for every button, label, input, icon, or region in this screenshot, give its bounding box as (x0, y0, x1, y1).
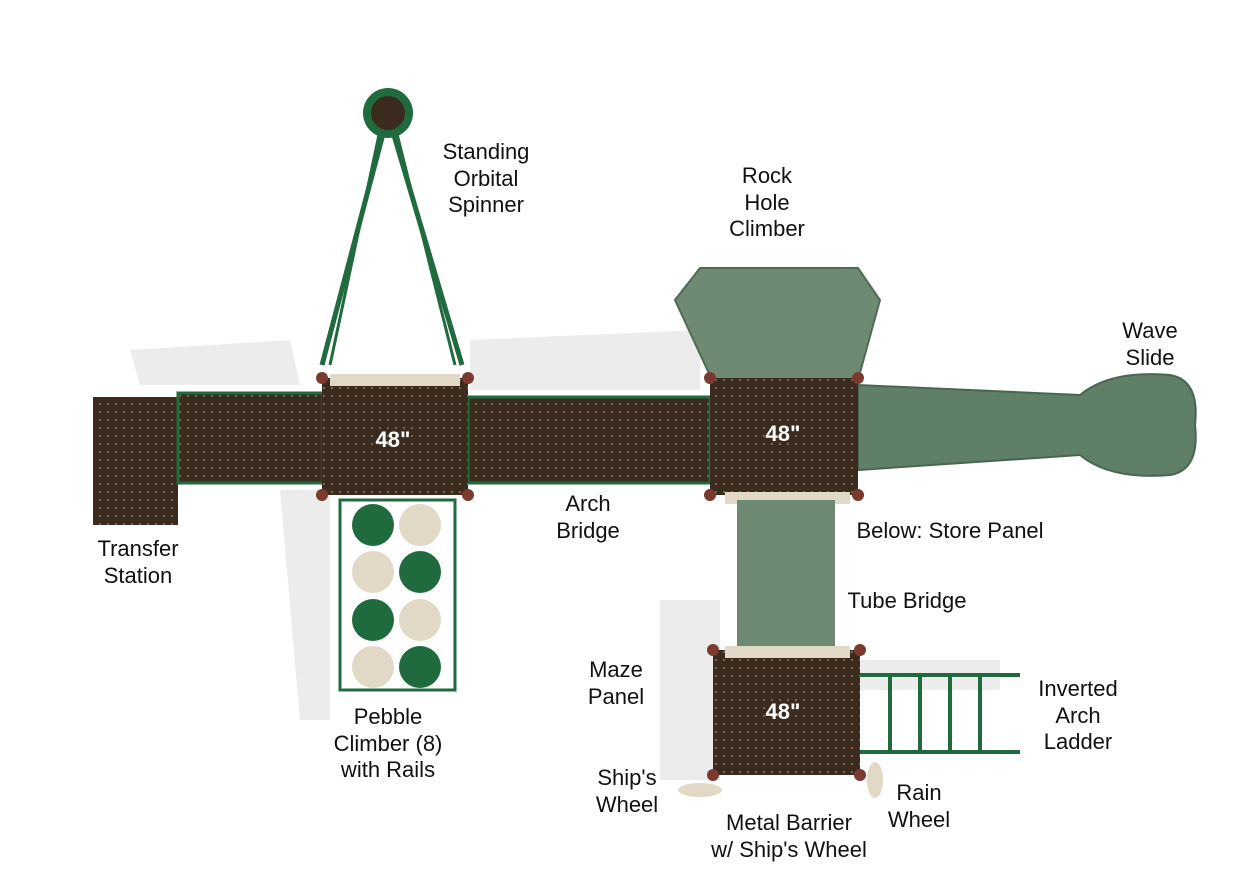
label-line: Rock (741, 163, 793, 188)
label-line: Tube Bridge (847, 588, 967, 613)
label-line: Wheel (887, 806, 951, 832)
pebble-climber (338, 498, 457, 692)
label-tube-bridge: Tube Bridge (847, 588, 966, 615)
label-line: with Rails (340, 757, 436, 782)
deck-height-1: 48" (375, 427, 411, 452)
label-line: Climber (729, 216, 805, 241)
label-line: Inverted (1038, 676, 1118, 701)
tube-bridge (737, 500, 835, 650)
label-line: Wheel (595, 791, 659, 817)
label-line: Orbital (453, 165, 519, 191)
label-store-panel: Below: Store Panel (856, 518, 1043, 545)
label-line: Panel (587, 683, 645, 709)
label-line: Slide (1125, 344, 1175, 370)
label-line: Bridge (556, 517, 620, 543)
label-line: Climber (8) (333, 730, 443, 756)
label-line: w/ Ship's Wheel (711, 836, 867, 862)
posts (316, 372, 866, 781)
wave-slide (857, 373, 1197, 477)
label-line: Arch (565, 491, 611, 516)
label-line: Standing (442, 139, 530, 164)
arch-bridge (466, 395, 712, 485)
label-line: Transfer (97, 536, 179, 561)
label-line: Metal Barrier (726, 810, 852, 835)
label-line: Maze (589, 657, 643, 682)
inverted-arch-ladder (860, 673, 1020, 754)
label-line: Ship's (597, 765, 657, 790)
deck-height-2: 48" (765, 421, 801, 446)
label-line: Hole (744, 189, 790, 215)
label-line: Ladder (1043, 729, 1113, 754)
deck-height-3: 48" (765, 699, 801, 724)
shadows (130, 330, 1000, 780)
deck-1-panel (330, 374, 460, 386)
transfer-station (93, 397, 178, 525)
deck-1 (322, 378, 468, 495)
orbital-spinner (319, 88, 465, 366)
label-line: Pebble (353, 704, 423, 729)
label-line: Below: Store Panel (856, 518, 1044, 543)
label-line: Arch (1055, 702, 1101, 728)
label-line: Spinner (448, 192, 524, 217)
deck-2 (710, 378, 858, 495)
rain-wheel-icon (867, 762, 883, 798)
deck-3-panel (725, 646, 850, 658)
deck-3 (713, 650, 860, 775)
ships-wheel-icon (678, 783, 722, 797)
label-line: Wave (1122, 318, 1178, 343)
label-line: Rain (896, 780, 942, 805)
label-line: Station (103, 562, 173, 588)
rock-hole-climber (673, 267, 882, 381)
entry-bridge (176, 391, 325, 485)
